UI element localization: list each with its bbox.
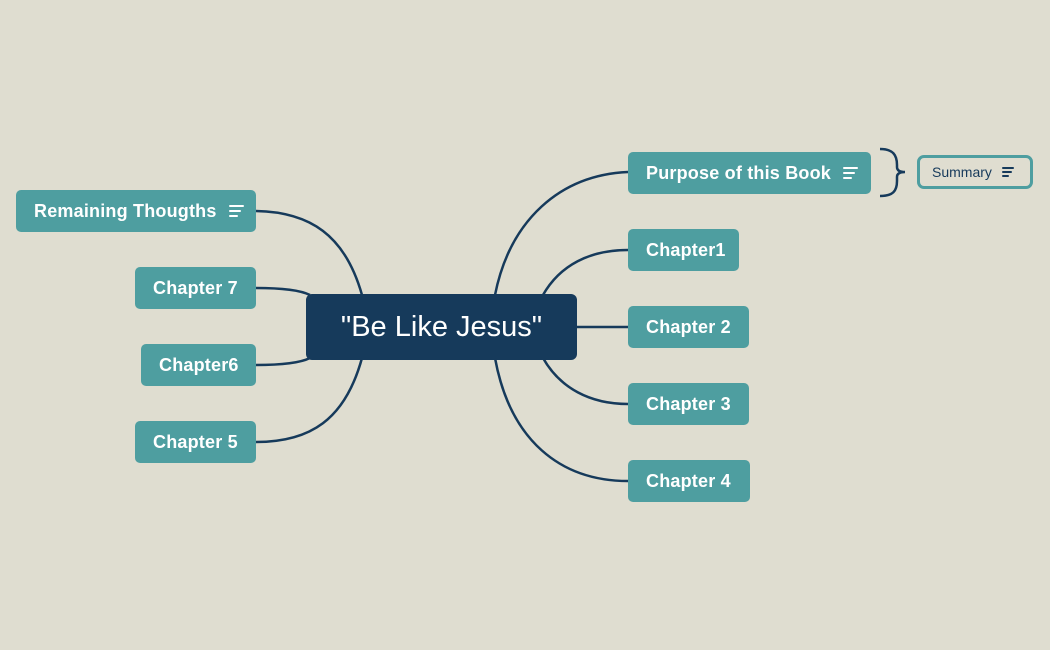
connector-chapter3 <box>541 357 629 406</box>
topic-chapter-7[interactable]: Chapter 7 <box>135 267 256 309</box>
note-icon[interactable] <box>1001 167 1014 177</box>
topic-chapter6[interactable]: Chapter6 <box>141 344 256 386</box>
central-topic-label: "Be Like Jesus" <box>340 310 543 343</box>
topic-label: Remaining Thougths <box>34 200 217 221</box>
central-topic[interactable]: "Be Like Jesus" <box>306 294 577 360</box>
topic-chapter-4[interactable]: Chapter 4 <box>628 460 750 502</box>
topic-chapter1[interactable]: Chapter1 <box>628 229 739 271</box>
topic-label: Chapter 5 <box>153 431 238 452</box>
note-icon[interactable] <box>228 205 244 217</box>
summary-bracket <box>879 147 906 198</box>
topic-label: Chapter 2 <box>646 316 731 337</box>
topic-remaining-thougths[interactable]: Remaining Thougths <box>16 190 256 232</box>
summary-topic[interactable]: Summary <box>917 155 1033 189</box>
connector-purpose <box>493 170 629 296</box>
connector-chapter5 <box>255 357 364 444</box>
topic-label: Chapter 4 <box>646 470 731 491</box>
topic-label: Chapter1 <box>646 239 726 260</box>
topic-purpose-of-this-book[interactable]: Purpose of this Book <box>628 152 871 194</box>
connector-chapter1 <box>541 248 629 296</box>
topic-label: Purpose of this Book <box>646 162 832 183</box>
topic-label: Chapter6 <box>159 354 239 375</box>
connector-chapter7 <box>255 286 311 297</box>
topic-chapter-5[interactable]: Chapter 5 <box>135 421 256 463</box>
summary-label: Summary <box>932 164 992 180</box>
connector-remaining <box>255 209 364 296</box>
connector-chapter4 <box>493 357 629 483</box>
note-icon[interactable] <box>843 167 859 179</box>
topic-chapter-3[interactable]: Chapter 3 <box>628 383 749 425</box>
topic-chapter-2[interactable]: Chapter 2 <box>628 306 749 348</box>
connector-chapter6 <box>255 356 311 367</box>
topic-label: Chapter 3 <box>646 393 731 414</box>
topic-label: Chapter 7 <box>153 277 238 298</box>
